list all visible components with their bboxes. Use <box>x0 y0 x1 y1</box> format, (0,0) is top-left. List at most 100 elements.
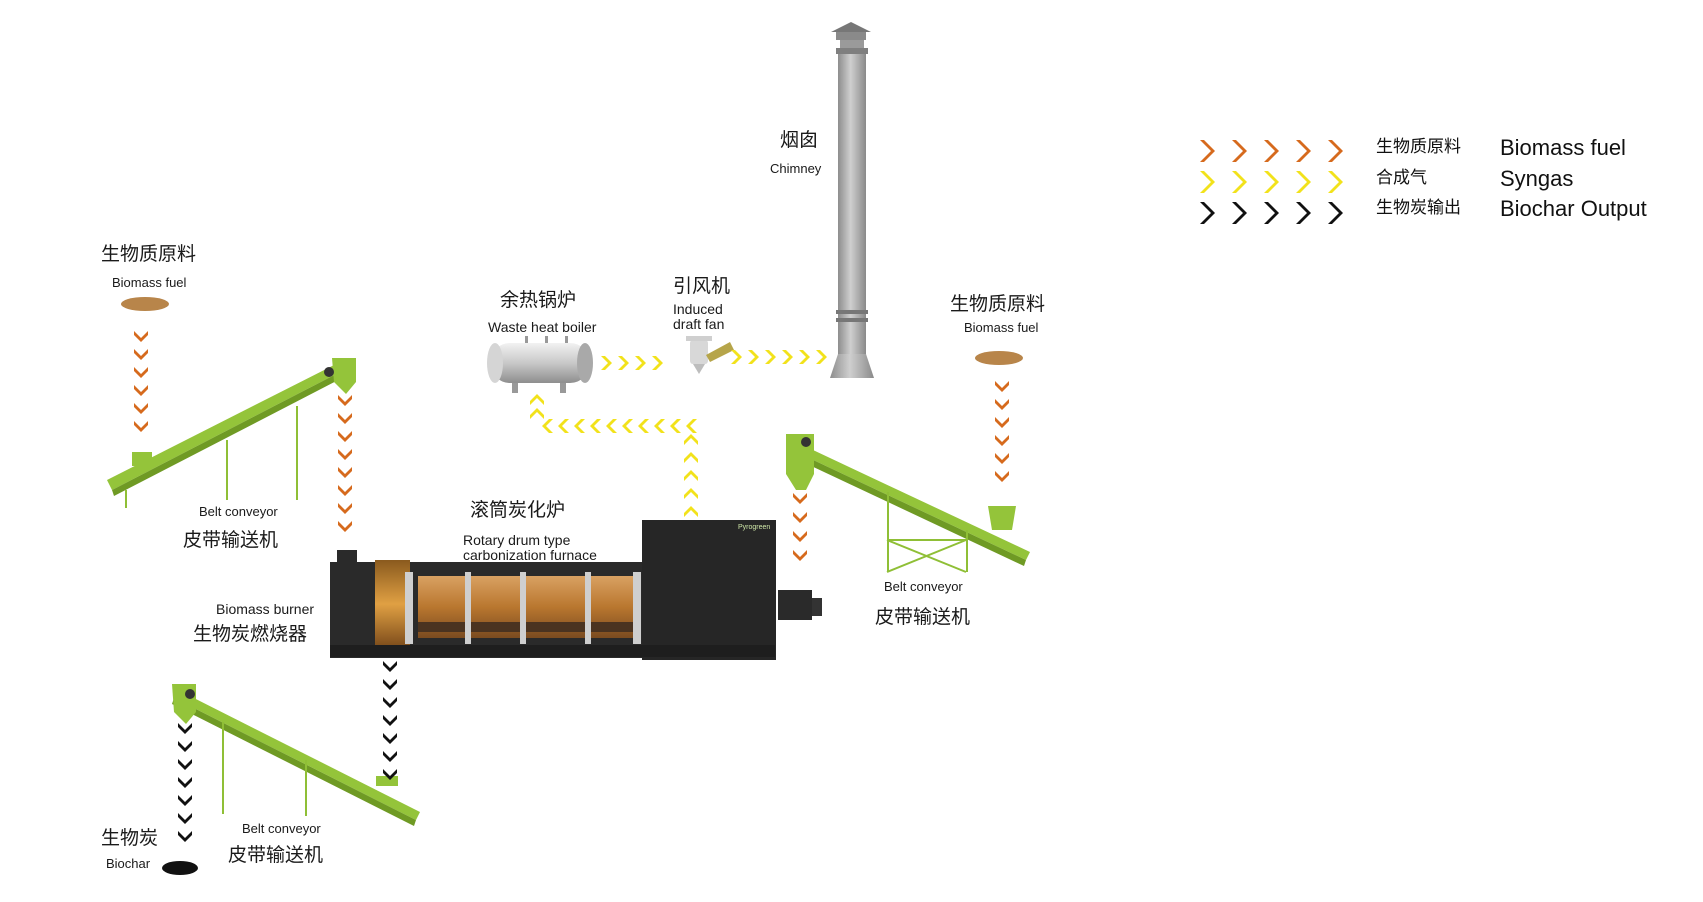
chimney-label-zh: 烟囱 <box>780 129 819 151</box>
syngas-flow-arrow <box>765 350 776 364</box>
syngas-flow-arrow <box>684 434 698 445</box>
biomass-flow-arrow <box>134 403 148 414</box>
chimney <box>830 22 874 378</box>
right-conveyor-label-en: Belt conveyor <box>884 579 963 594</box>
syngas-flow-arrow <box>635 356 646 370</box>
syngas-flow-arrow <box>542 419 553 433</box>
chevron-arrows-biomass <box>1296 140 1311 162</box>
left-conveyor-label-zh: 皮带输送机 <box>183 529 279 551</box>
biochar-label-zh: 生物炭 <box>101 827 159 849</box>
chevron-arrows-syngas <box>1296 171 1311 193</box>
biomass-flow-arrow <box>995 381 1009 392</box>
biochar-flow-arrow <box>178 777 192 788</box>
syngas-flow-arrow <box>782 350 793 364</box>
furnace-label-zh: 滚筒炭化炉 <box>470 499 566 521</box>
syngas-flow-arrow <box>622 419 633 433</box>
legend-item-syngas-zh: 合成气 <box>1376 168 1427 188</box>
chevron-arrows-biochar <box>1296 202 1311 224</box>
burner-label-en: Biomass burner <box>216 601 315 617</box>
left-biomass-pile <box>121 297 169 311</box>
syngas-flow-arrow <box>684 488 698 499</box>
biomass-flow-arrow <box>793 550 807 561</box>
chevron-arrows-biochar <box>1264 202 1279 224</box>
syngas-flow-arrow <box>684 452 698 463</box>
biochar-flow-arrow <box>178 813 192 824</box>
right-fuel-label-en: Biomass fuel <box>964 320 1039 335</box>
right-biomass-pile <box>975 351 1023 365</box>
biomass-flow-arrow <box>134 349 148 360</box>
chevron-arrows-syngas <box>1328 171 1343 193</box>
chevron-arrows-biochar <box>1328 202 1343 224</box>
furnace-brand: Pyrogreen <box>738 524 771 531</box>
biomass-flow-arrow <box>338 449 352 460</box>
biochar-flow-arrow <box>383 661 397 672</box>
syngas-flow-arrow <box>530 408 544 419</box>
legend-item-biomass-en: Biomass fuel <box>1500 135 1626 160</box>
biomass-flow-arrow <box>995 453 1009 464</box>
chevron-arrows-biomass <box>1232 140 1247 162</box>
syngas-flow-arrow <box>590 419 601 433</box>
left-belt-conveyor <box>107 358 356 508</box>
biomass-flow-arrow <box>793 493 807 504</box>
biomass-flow-arrow <box>793 531 807 542</box>
syngas-flow-arrow <box>731 350 742 364</box>
biomass-flow-arrow <box>338 503 352 514</box>
syngas-flow-arrow <box>606 419 617 433</box>
fan-label-en-2: draft fan <box>673 316 725 332</box>
biochar-pile <box>162 861 198 875</box>
syngas-flow-arrow <box>670 419 681 433</box>
syngas-flow-arrow <box>799 350 810 364</box>
biomass-flow-arrow <box>338 485 352 496</box>
biomass-flow-arrow <box>134 367 148 378</box>
biomass-flow-arrow <box>134 421 148 432</box>
boiler-label-en: Waste heat boiler <box>488 319 597 335</box>
legend-item-biochar-zh: 生物炭输出 <box>1376 198 1461 218</box>
biochar-flow-arrow <box>178 795 192 806</box>
biochar-flow-arrow <box>178 759 192 770</box>
biomass-flow-arrow <box>995 471 1009 482</box>
chevron-arrows-biochar <box>1232 202 1247 224</box>
left-conveyor-label-en: Belt conveyor <box>199 504 278 519</box>
discharge-belt-conveyor <box>172 684 420 826</box>
biomass-flow-arrow <box>338 467 352 478</box>
biomass-flow-arrow <box>134 331 148 342</box>
chevron-arrows-syngas <box>1264 171 1279 193</box>
biochar-flow-arrow <box>383 769 397 780</box>
biomass-flow-arrow <box>793 512 807 523</box>
legend-item-syngas-en: Syngas <box>1500 166 1574 191</box>
biochar-flow-arrow <box>178 741 192 752</box>
biochar-flow-arrow <box>383 733 397 744</box>
biochar-flow-arrow <box>383 697 397 708</box>
biochar-flow-arrow <box>383 679 397 690</box>
biomass-flow-arrow <box>995 417 1009 428</box>
legend-item-biomass-zh: 生物质原料 <box>1376 137 1461 157</box>
biochar-flow-arrow <box>178 723 192 734</box>
biomass-flow-arrow <box>995 435 1009 446</box>
biomass-flow-arrow <box>995 399 1009 410</box>
biomass-flow-arrow <box>338 521 352 532</box>
legend-item-biochar-en: Biochar Output <box>1500 196 1647 221</box>
syngas-flow-arrow <box>574 419 585 433</box>
syngas-flow-arrow <box>638 419 649 433</box>
fan-label-zh: 引风机 <box>673 275 731 297</box>
syngas-flow-arrow <box>684 470 698 481</box>
syngas-flow-arrow <box>618 356 629 370</box>
chevron-arrows-biomass <box>1328 140 1343 162</box>
furnace-label-en-2: carbonization furnace <box>463 547 597 563</box>
left-fuel-label-zh: 生物质原料 <box>101 243 197 265</box>
boiler-label-zh: 余热锅炉 <box>500 289 577 311</box>
legend-arrows <box>1200 140 1343 224</box>
rotary-drum-furnace <box>330 520 822 660</box>
chevron-arrows-biochar <box>1200 202 1215 224</box>
right-belt-conveyor <box>786 434 1030 573</box>
biomass-flow-arrow <box>338 431 352 442</box>
left-fuel-label-en: Biomass fuel <box>112 275 187 290</box>
chevron-arrows-syngas <box>1232 171 1247 193</box>
syngas-flow-arrow <box>558 419 569 433</box>
induced-draft-fan <box>686 336 734 374</box>
chevron-arrows-syngas <box>1200 171 1215 193</box>
flow-arrows <box>134 331 1009 842</box>
bottom-conveyor-label-en: Belt conveyor <box>242 821 321 836</box>
